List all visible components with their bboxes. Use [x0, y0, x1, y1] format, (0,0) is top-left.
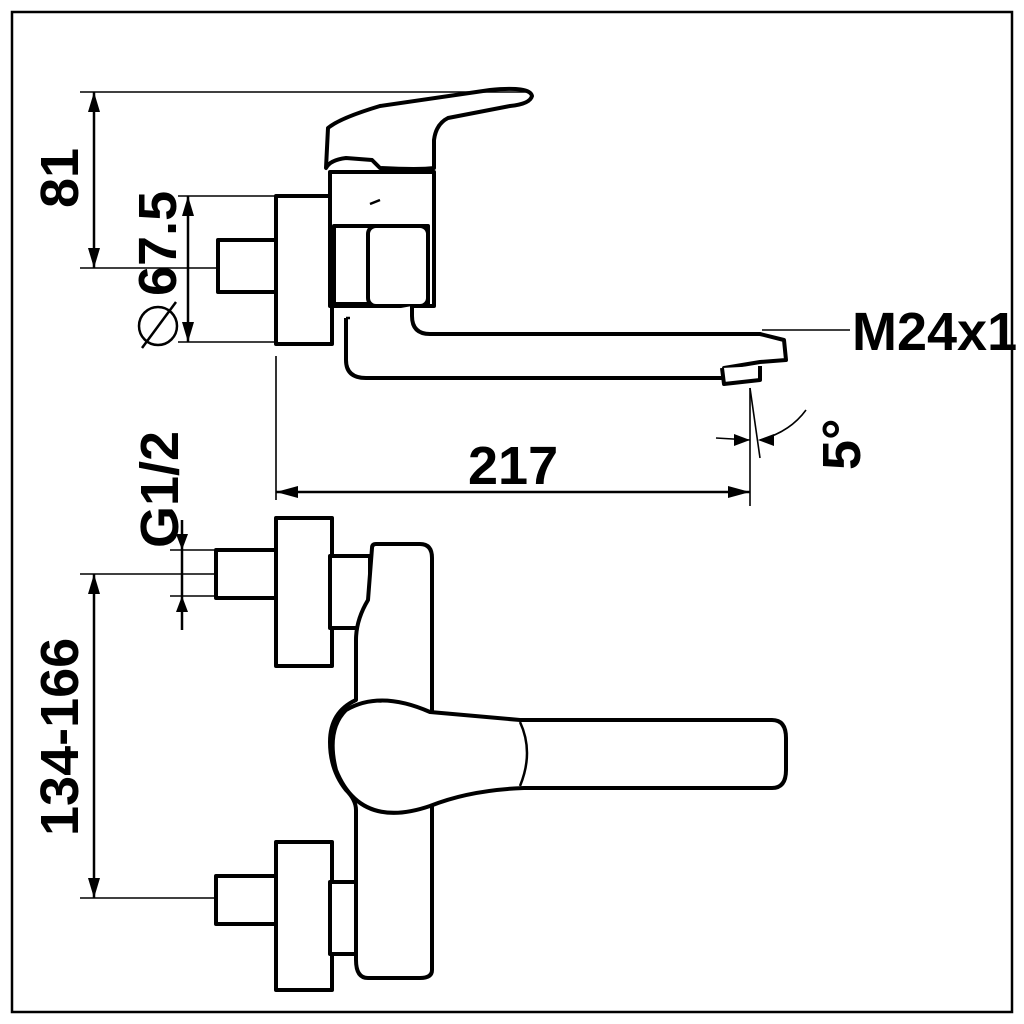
front-lever [330, 698, 788, 815]
dim-reach: 217 [275, 356, 751, 506]
dim-thread-m24: M24x1 [762, 302, 1017, 362]
upper-flange [274, 516, 334, 668]
lower-flange [274, 840, 334, 992]
dim-67-5-label: 67.5 [128, 191, 188, 296]
dim-height: 81 [30, 91, 530, 269]
inlet-stub [216, 238, 278, 294]
dim-diameter: 67.5 [128, 191, 276, 349]
upper-inlet-stub [214, 548, 280, 600]
wall-flange [274, 194, 334, 346]
aerator [720, 366, 762, 386]
dim-81-label: 81 [30, 148, 90, 208]
body-detail [369, 198, 381, 206]
cartridge [366, 224, 430, 308]
dim-g12-label: G1/2 [130, 431, 190, 548]
dim-spacing: 134-166 [30, 573, 216, 899]
dim-217-label: 217 [468, 436, 558, 496]
dim-5deg-label: 5° [812, 418, 872, 470]
spout [344, 306, 788, 380]
dim-134-166-label: 134-166 [30, 638, 90, 836]
faucet-front-view [214, 516, 788, 992]
dim-m24-label: M24x1 [852, 302, 1017, 362]
faucet-side-view [216, 86, 788, 386]
dim-g12: G1/2 [130, 431, 214, 630]
lower-inlet-stub [214, 874, 280, 926]
drawing-border [10, 10, 1014, 1014]
lever-handle [324, 86, 534, 171]
dim-angle: 5° [715, 387, 872, 470]
diameter-symbol [137, 305, 179, 347]
